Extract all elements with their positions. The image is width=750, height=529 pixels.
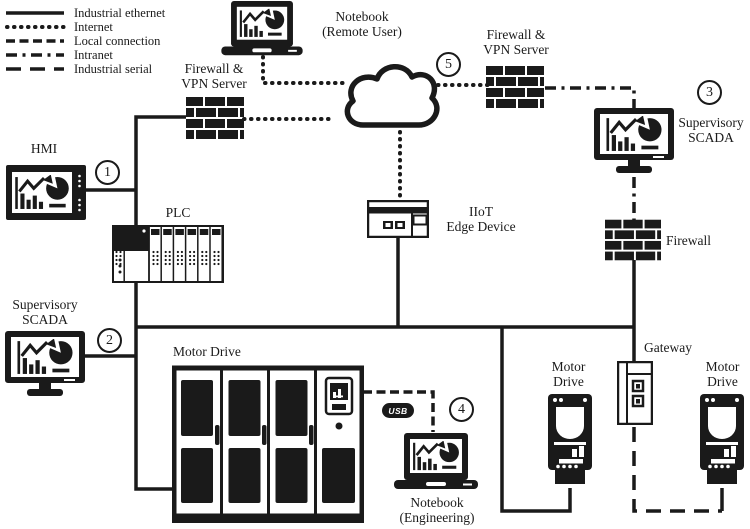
notebook-icon [393, 433, 479, 495]
motor-drive-cabinet-node [172, 364, 364, 524]
ethernet-left-bus-line [134, 115, 186, 491]
legend-item-intranet: Intranet [4, 48, 165, 62]
iiot-label: IIoT Edge Device [446, 204, 516, 235]
marker-3: 3 [697, 80, 722, 105]
intranet-firewall-scada-line [545, 86, 636, 108]
motor-drive-left-label: Motor Drive [551, 359, 586, 390]
intranet-lines [545, 86, 636, 220]
firewall-vpn-right-node [486, 66, 544, 108]
firewall-vpn-left-node [186, 97, 244, 139]
legend-label: Intranet [74, 47, 113, 62]
motor-drive-cabinet-label: Motor Drive [173, 344, 241, 359]
dash-dot-line-sample [6, 53, 64, 57]
iiot-edge-device-node [367, 200, 429, 238]
dotted-line-sample [5, 25, 66, 29]
scada-left-label: Supervisory SCADA [12, 297, 78, 328]
firewall-vpn-left-label: Firewall & VPN Server [181, 61, 247, 92]
long-dash-line-sample [6, 67, 64, 71]
scada-left-node [4, 330, 86, 400]
legend-label: Industrial serial [74, 61, 153, 76]
internet-lines [242, 55, 490, 204]
notebook-engineering-node [393, 433, 479, 495]
hmi-panel-icon [5, 164, 87, 222]
motor-drive-right-label: Motor Drive [705, 359, 740, 390]
notebook-icon [220, 1, 304, 61]
legend-item-local-connection: Local connection [4, 34, 165, 48]
ethernet-motor-drive-left-line [500, 327, 572, 513]
firewall-right-node [605, 219, 661, 261]
legend-item-industrial-ethernet: Industrial ethernet [4, 6, 165, 20]
scada-right-label: Supervisory SCADA [678, 115, 744, 146]
marker-2: 2 [97, 328, 122, 353]
edge-device-icon [367, 200, 429, 238]
legend-item-industrial-serial: Industrial serial [4, 62, 165, 76]
monitor-icon [593, 107, 675, 177]
marker-5: 5 [436, 52, 461, 77]
firewall-icon [486, 66, 544, 108]
gateway-node [617, 361, 653, 425]
plc-label: PLC [165, 205, 191, 220]
notebook-remote-label: Notebook (Remote User) [322, 9, 402, 40]
legend-label: Internet [74, 19, 113, 34]
marker-4: 4 [449, 397, 474, 422]
firewall-icon [186, 97, 244, 139]
gateway-module-icon [617, 361, 653, 425]
monitor-icon [4, 330, 86, 400]
notebook-remote-node [220, 1, 304, 61]
plc-node [112, 225, 224, 283]
variable-frequency-drive-icon [698, 393, 746, 490]
scada-right-node [593, 107, 675, 177]
drive-cabinet-icon [172, 364, 364, 524]
hmi-node [5, 164, 87, 222]
local-connection-lines [363, 390, 435, 432]
cloud-icon [339, 55, 443, 139]
motor-drive-left-node [546, 393, 594, 490]
legend: Industrial ethernet Internet Local conne… [4, 6, 165, 76]
usb-badge: USB [382, 403, 414, 418]
marker-1: 1 [95, 160, 120, 185]
dashed-line-sample [6, 39, 64, 43]
firewall-vpn-right-label: Firewall & VPN Server [483, 27, 549, 58]
firewall-icon [605, 219, 661, 261]
legend-item-internet: Internet [4, 20, 165, 34]
motor-drive-right-node [698, 393, 746, 490]
industrial-serial-lines [632, 427, 722, 513]
industrial-ethernet-lines [84, 115, 724, 513]
hmi-label: HMI [30, 141, 58, 156]
notebook-engineering-label: Notebook (Engineering) [399, 495, 475, 526]
cloud-node [339, 55, 443, 139]
legend-label: Local connection [74, 33, 161, 48]
legend-label: Industrial ethernet [74, 5, 166, 20]
local-usb-notebook-line [363, 390, 435, 432]
internet-notebook-cloud-line [261, 55, 346, 85]
variable-frequency-drive-icon [546, 393, 594, 490]
serial-gateway-motor-drive-line [632, 427, 722, 513]
solid-line-sample [6, 11, 64, 15]
firewall-right-label: Firewall [666, 233, 711, 248]
plc-rack-icon [112, 225, 224, 283]
gateway-label: Gateway [644, 340, 692, 355]
